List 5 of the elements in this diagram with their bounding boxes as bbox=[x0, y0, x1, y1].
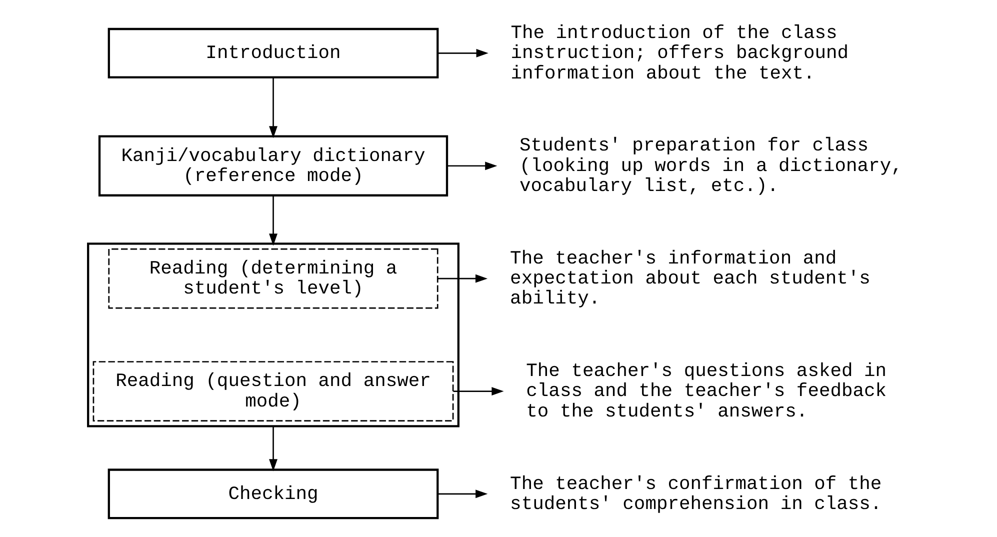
node-text: The introduction of the class instruction; offers background information about the text. bbox=[510, 22, 848, 84]
node-text: Students' preparation for class (looking up words in a dictionary, vocabulary list, etc.). bbox=[518, 134, 902, 197]
node-text: The teacher's questions asked in class and the teacher's feedback to the students' answers. bbox=[526, 360, 886, 422]
node-text: The teacher's information and expectation about each student's ability. bbox=[510, 247, 870, 310]
node-text: The teacher's confirmation of the students' comprehension in class. bbox=[510, 472, 882, 515]
